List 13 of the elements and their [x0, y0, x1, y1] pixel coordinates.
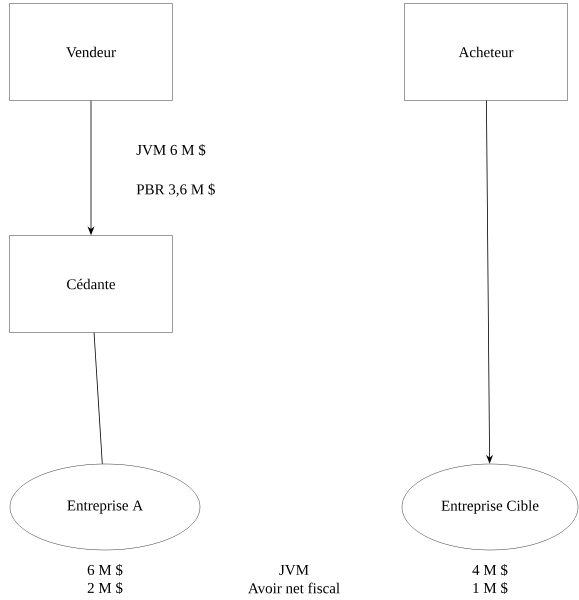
- label-text: JVM 6 M $: [136, 144, 206, 156]
- label-text: PBR 3,6 M $: [136, 183, 215, 197]
- process-box: Acheteur: [404, 3, 568, 101]
- ellipse-node: Entreprise Cible: [402, 464, 578, 550]
- ellipse-node: Entreprise A: [10, 464, 200, 550]
- label-text: JVM: [279, 564, 309, 576]
- process-box: Vendeur: [9, 3, 173, 101]
- label-text: 1 M $: [473, 582, 508, 594]
- label-text: 6 M $: [88, 564, 122, 576]
- label-text: Avoir net fiscal: [248, 582, 340, 594]
- process-box: Cédante: [9, 235, 173, 333]
- label-text: 2 M $: [88, 582, 122, 594]
- label-text: 4 M $: [472, 564, 508, 576]
